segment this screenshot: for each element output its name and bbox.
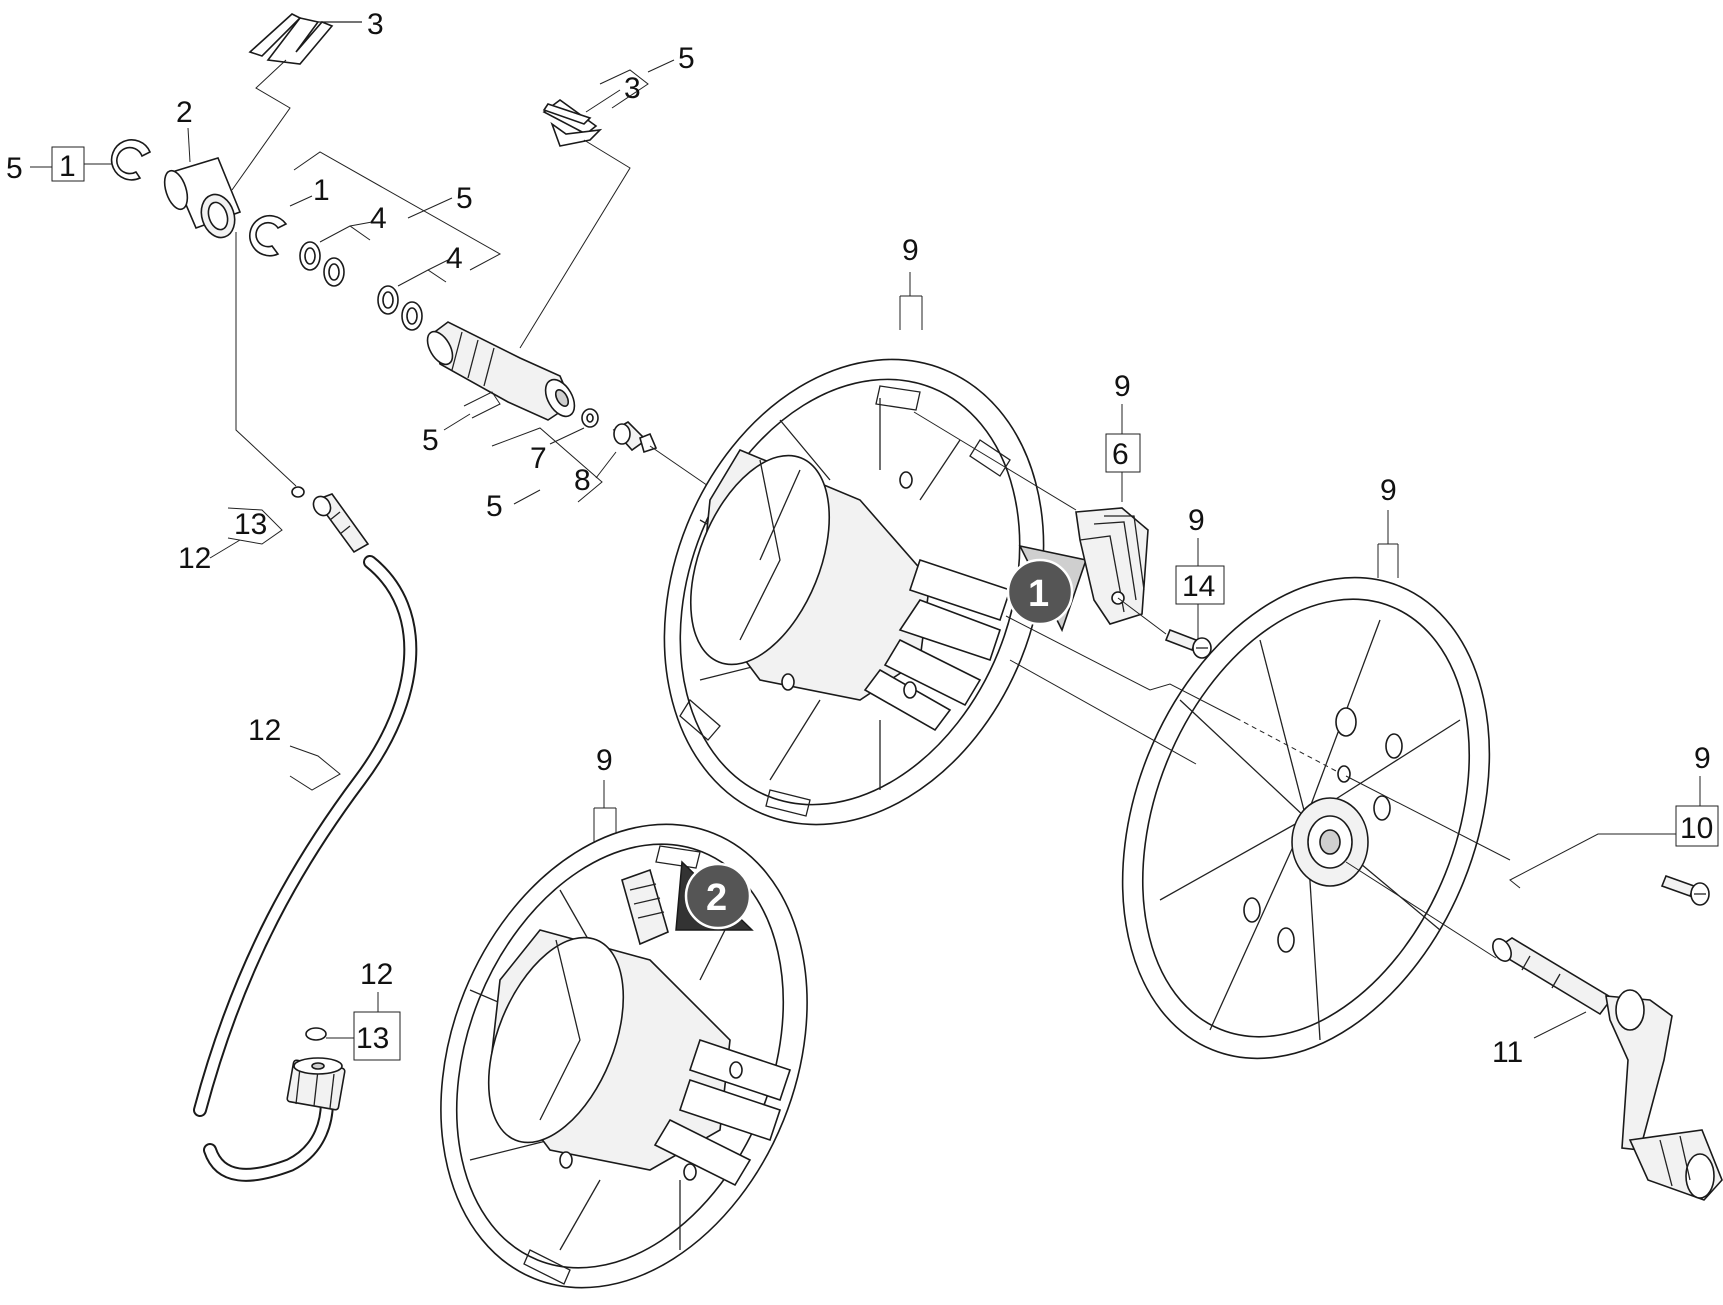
label-part-1-mid: 1 xyxy=(313,174,330,207)
bracket-box-6 xyxy=(1105,433,1141,473)
label-part-13-bottom: 13 xyxy=(356,1022,389,1055)
label-part-9-disc: 9 xyxy=(1380,474,1397,507)
label-part-12-bottom: 12 xyxy=(360,958,393,991)
cover-part-6 xyxy=(1075,507,1149,625)
step-2-badge: 2 xyxy=(675,860,754,931)
label-part-9-right: 9 xyxy=(1694,742,1711,775)
label-part-2: 2 xyxy=(176,96,193,129)
leader-6-to-drum xyxy=(913,411,1077,511)
label-part-12-top: 12 xyxy=(178,542,211,575)
nipple-part-8 xyxy=(612,421,658,454)
screw-part-10 xyxy=(1660,874,1710,906)
sleeve-part-2 xyxy=(163,157,242,239)
leader-10 xyxy=(1509,833,1676,889)
bracket-5-low xyxy=(491,427,603,503)
hose-reel-drum-lower xyxy=(440,823,808,1289)
eclip-part-1-mid xyxy=(249,214,288,257)
label-part-7: 7 xyxy=(530,442,547,475)
bracket-box-14 xyxy=(1175,565,1225,605)
label-part-4-a: 4 xyxy=(370,202,387,235)
oring-pair-4a xyxy=(299,241,345,287)
bracket-13-top xyxy=(227,507,283,545)
bracket-box-10 xyxy=(1675,805,1719,847)
label-part-5-valve: 5 xyxy=(422,424,439,457)
label-part-14: 14 xyxy=(1182,570,1215,603)
label-part-1-left: 1 xyxy=(59,150,76,183)
hose-o-ring-13-top xyxy=(291,486,305,498)
step-1-badge: 1 xyxy=(1006,544,1088,633)
bracket-box-13-bottom xyxy=(353,1011,401,1061)
label-part-6: 6 xyxy=(1112,438,1129,471)
crank-handle-part-11 xyxy=(1492,937,1723,1201)
label-part-3-top: 3 xyxy=(367,8,384,41)
bracket-9-drum-low xyxy=(593,780,617,842)
eclip-part-1-left xyxy=(110,139,152,181)
label-part-5-clip: 5 xyxy=(678,42,695,75)
label-part-5-low: 5 xyxy=(486,490,503,523)
label-part-3-clip: 3 xyxy=(624,72,641,105)
bracket-12-hose xyxy=(289,745,341,791)
hose-fitting-bottom xyxy=(286,1057,346,1111)
label-part-9-drum-low: 9 xyxy=(596,744,613,777)
bracket-5-mid xyxy=(293,151,502,271)
hose-reel-disc-right xyxy=(1121,576,1491,1060)
label-part-4-b: 4 xyxy=(446,242,463,275)
leader-11-to-disc xyxy=(1345,861,1497,959)
oring-pair-4b xyxy=(377,285,423,331)
screw-part-14 xyxy=(1164,628,1212,659)
clip-part-3-upper xyxy=(542,99,603,147)
clip-part-3-top xyxy=(248,13,362,65)
label-part-9-drum-top: 9 xyxy=(902,234,919,267)
label-part-9-cover: 9 xyxy=(1114,370,1131,403)
valve-body xyxy=(426,321,576,421)
leader-2-to-13 xyxy=(235,232,297,487)
bracket-9-drum-top xyxy=(899,272,923,330)
step-2-number: 2 xyxy=(706,877,727,919)
leader-3-to-valve xyxy=(519,139,631,349)
leader-drum-disc-a xyxy=(1005,615,1237,719)
label-part-5-mid: 5 xyxy=(456,182,473,215)
label-part-13-top: 13 xyxy=(234,508,267,541)
label-part-10: 10 xyxy=(1680,812,1713,845)
label-part-11: 11 xyxy=(1492,1036,1523,1069)
label-part-8: 8 xyxy=(574,464,591,497)
label-part-5-left: 5 xyxy=(6,152,23,185)
hose-fitting-top xyxy=(312,493,370,554)
bracket-5-valve xyxy=(463,391,501,419)
leader-8-to-drum xyxy=(649,445,715,491)
bracket-5-clip xyxy=(599,69,649,109)
label-part-12-hose: 12 xyxy=(248,714,281,747)
step-1-number: 1 xyxy=(1028,573,1049,615)
bracket-9-disc xyxy=(1377,510,1399,578)
leader-3-to-2 xyxy=(231,59,291,191)
hose-reel-drum-upper xyxy=(663,358,1045,826)
oring-part-13-bottom xyxy=(305,1027,327,1041)
label-part-9-screw: 9 xyxy=(1188,504,1205,537)
